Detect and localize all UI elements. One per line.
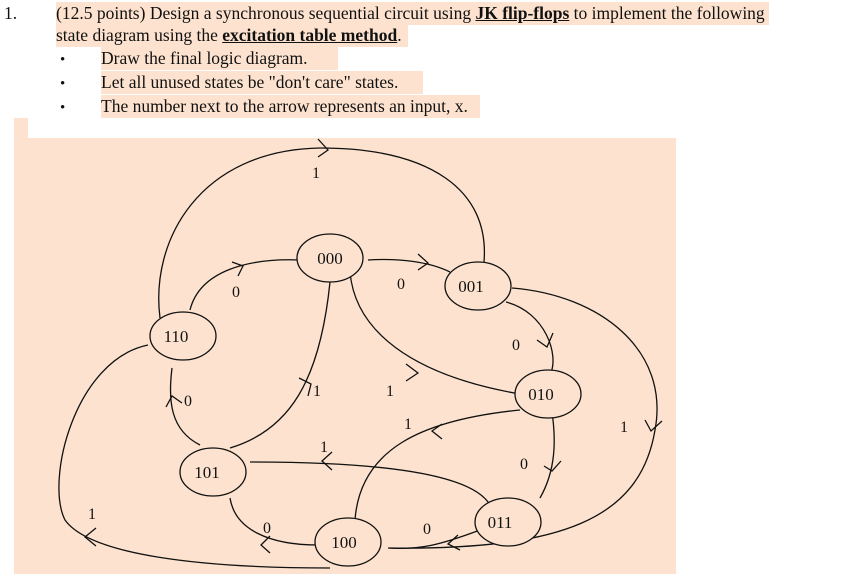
bullet-item-3: The number next to the arrow represents …: [101, 95, 480, 118]
bullet-item-1: Draw the final logic diagram.: [101, 47, 338, 70]
arrowhead: [321, 451, 333, 471]
edge-011-101: [249, 461, 491, 506]
state-label-011: 011: [488, 513, 513, 532]
edge-label-100-101: 0: [263, 520, 271, 537]
edge-010-011: [539, 411, 555, 499]
edge-label-101-000: 1: [313, 383, 321, 400]
question-line-1-post: to implement the following: [569, 3, 765, 23]
edge-label-000-001: 0: [397, 276, 405, 293]
edge-110-001: [158, 147, 486, 319]
question-line-2: state diagram using the excitation table…: [56, 24, 408, 47]
edge-010-100: [354, 409, 521, 521]
arrowhead: [417, 253, 430, 271]
edge-label-010-100: 1: [404, 416, 412, 433]
bullet-marker: •: [60, 100, 66, 116]
edge-label-001-100: 1: [620, 419, 628, 436]
edge-000-001: [367, 258, 451, 273]
edge-label-101-110: 0: [184, 393, 192, 410]
question-line-1-pre: (12.5 points) Design a synchronous seque…: [56, 3, 476, 23]
edge-101-000: [229, 281, 331, 449]
edge-label-011-100: 0: [423, 521, 431, 538]
edge-label-110-000: 0: [232, 284, 240, 301]
arrowhead: [644, 419, 663, 433]
arrowhead: [543, 460, 562, 472]
excitation-table-method-emphasis: excitation table method: [222, 25, 398, 45]
arrowhead: [317, 138, 329, 158]
question-number: 1.: [4, 3, 18, 23]
state-label-000: 000: [317, 249, 343, 268]
arrowhead: [536, 332, 554, 348]
state-label-001: 001: [458, 277, 484, 296]
question-line-1: (12.5 points) Design a synchronous seque…: [56, 2, 769, 25]
edge-000-010: [349, 271, 521, 395]
edge-101-110: [169, 367, 201, 446]
state-node-100: [314, 517, 382, 567]
state-node-101: [179, 447, 247, 497]
edge-100-101: [229, 497, 319, 546]
edge-label-100-110: 1: [88, 506, 96, 523]
state-node-010: [514, 369, 582, 419]
state-label-010: 010: [528, 385, 554, 404]
edge-label-110-001: 1: [312, 165, 320, 182]
bullet-item-2: Let all unused states be "don't care" st…: [101, 71, 424, 94]
edge-label-001-010: 0: [512, 337, 520, 354]
state-node-011: [474, 497, 542, 547]
edge-100-110: [58, 344, 331, 569]
arrowhead: [446, 534, 461, 551]
edge-110-000: [189, 259, 301, 311]
state-label-100: 100: [331, 533, 357, 552]
arrowhead: [405, 363, 420, 382]
state-label-101: 101: [194, 463, 220, 482]
jk-flip-flops-emphasis: JK flip-flops: [475, 3, 570, 23]
edge-label-010-011: 0: [520, 456, 528, 473]
arrowhead: [430, 423, 443, 440]
state-label-110: 110: [164, 327, 189, 346]
edge-011-100: [387, 529, 481, 550]
state-node-001: [444, 261, 512, 311]
bullet-marker: •: [60, 76, 66, 92]
edge-label-011-101: 1: [320, 439, 328, 456]
state-node-000: [296, 233, 364, 283]
bullet-marker: •: [60, 52, 66, 68]
state-node-110: [149, 311, 217, 361]
edge-label-000-010: 1: [386, 383, 394, 400]
arrowhead: [298, 377, 312, 397]
question-line-2-post: .: [397, 25, 402, 45]
arrowhead: [83, 527, 97, 547]
arrowhead: [165, 395, 183, 408]
arrowhead: [260, 535, 271, 554]
edge-001-010: [505, 301, 554, 376]
question-line-2-pre: state diagram using the: [56, 25, 223, 45]
arrowhead: [231, 261, 244, 277]
